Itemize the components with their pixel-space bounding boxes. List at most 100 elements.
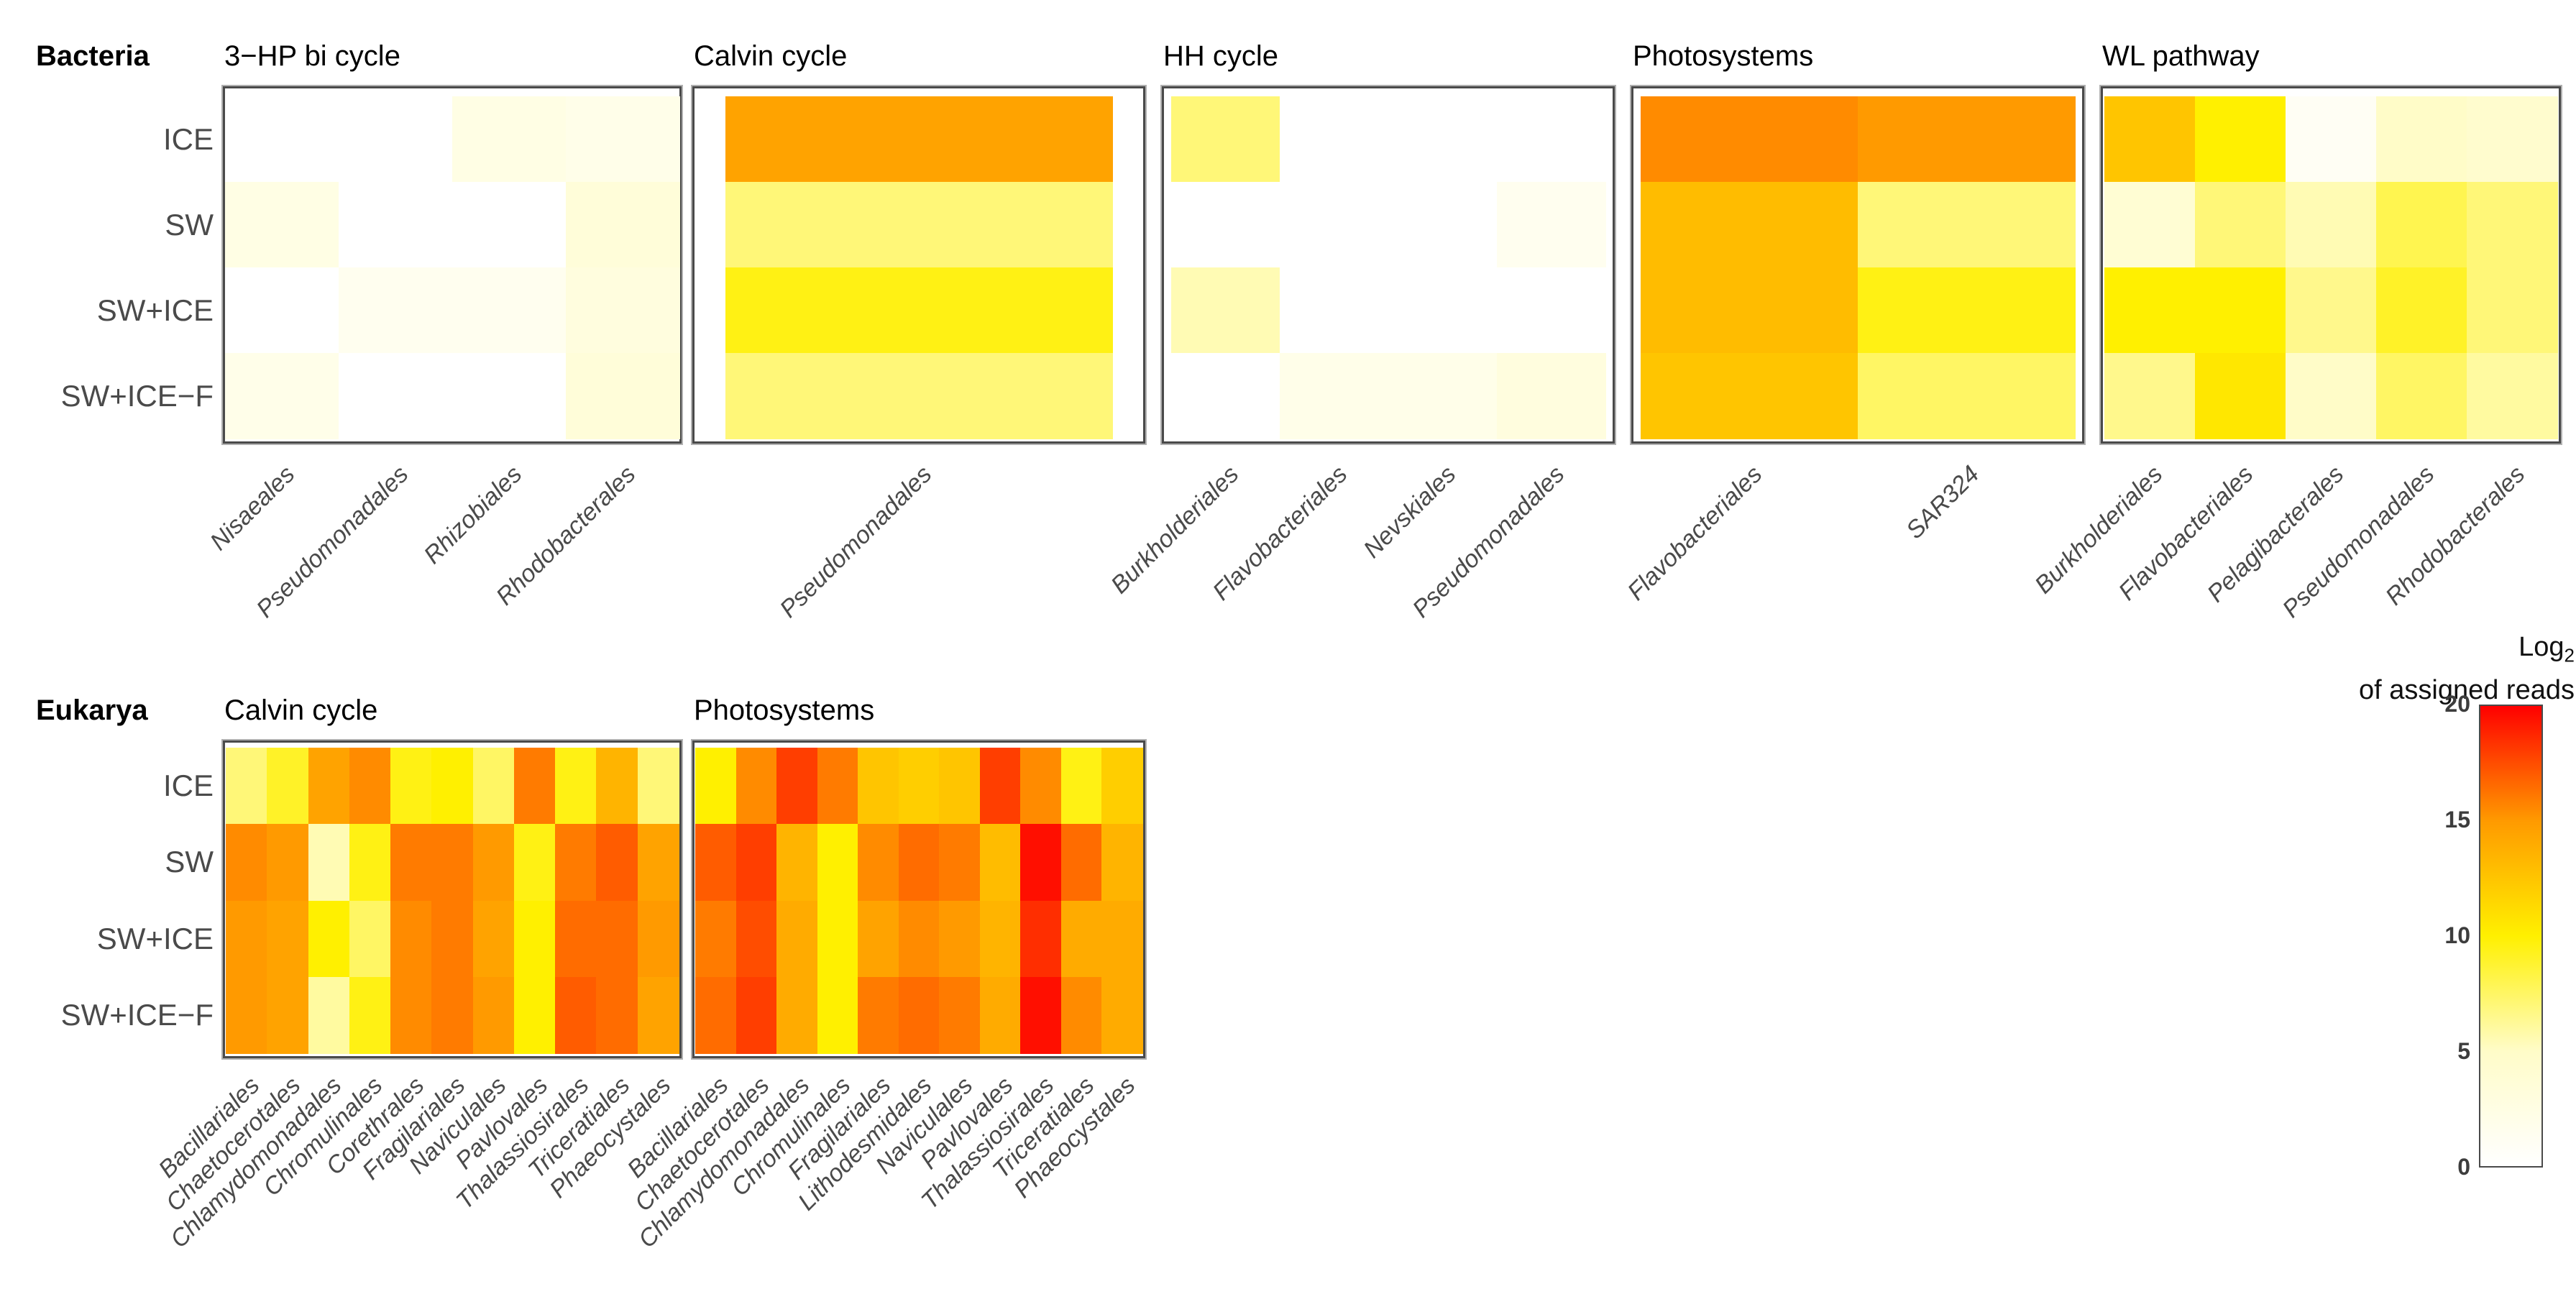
heatmap-cell [225,182,339,268]
heatmap-cell [513,748,556,825]
heatmap-cell [1280,182,1389,268]
heatmap-cell [596,900,638,978]
heatmap-cell [2195,182,2286,268]
heatmap-cell [1171,353,1280,439]
heatmap-cell [1020,900,1062,978]
heatmap-cell [225,96,339,183]
heatmap-cell [472,748,515,825]
heatmap-cell [431,976,474,1054]
heatmap-cell [858,976,899,1054]
heatmap-cell [939,976,981,1054]
heatmap-cell [1060,900,1103,978]
panel-title-eukarya-calvin-cycle: Calvin cycle [224,694,378,726]
heatmap-cell [225,353,339,439]
heatmap-cell [555,976,597,1054]
heatmap-cell [1858,96,2076,183]
heatmap-cell [472,824,515,902]
heatmap-cell [898,976,940,1054]
heatmap-cell [226,748,267,825]
heatmap-cell [725,267,1113,354]
legend-title: Log2 [2143,632,2575,666]
heatmap-cell [1388,267,1498,354]
heatmap-cell [1641,182,1858,268]
heatmap-cell [390,900,432,978]
heatmap-cell [776,976,818,1054]
heatmap-cell [566,96,680,183]
heatmap-cell [637,976,679,1054]
heatmap-cell [431,748,474,825]
heatmap-cell [695,824,737,902]
heatmap-cell [1858,267,2076,354]
heatmap-cell [267,824,309,902]
legend-tick-label: 15 [2444,807,2470,833]
heatmap-cell [1101,976,1143,1054]
heatmap-cell [695,976,737,1054]
heatmap-cell [637,900,679,978]
heatmap-cell [1101,900,1143,978]
heatmap-cell [2467,182,2558,268]
heatmap-cell [858,824,899,902]
heatmap-cell [2376,182,2467,268]
row-label-bacteria: ICE [162,121,214,156]
panel-title-bacteria-calvin-cycle: Calvin cycle [694,40,848,72]
row-label-bacteria: SW+ICE−F [60,378,214,413]
heatmap-cell [349,976,391,1054]
heatmap-cell [349,900,391,978]
heatmap-cell [596,748,638,825]
heatmap-cell [695,900,737,978]
heatmap-cell [2104,96,2196,183]
heatmap-cell [735,900,777,978]
heatmap-cell [226,900,267,978]
heatmap-cell [2286,353,2377,439]
row-label-bacteria: SW [165,207,214,242]
heatmap-cell [898,824,940,902]
heatmap-cell [979,976,1021,1054]
heatmap-cell [267,976,309,1054]
heatmap-cell [637,824,679,902]
heatmap-cell [2376,96,2467,183]
heatmap-cell [513,824,556,902]
heatmap-cell [776,824,818,902]
heatmap-cell [308,900,350,978]
column-label-bacteria: Flavobacteriales [1622,460,1768,606]
heatmap-cell [1497,353,1606,439]
heatmap-cell [1060,976,1103,1054]
heatmap-cell [339,182,453,268]
heatmap-cell [431,824,474,902]
heatmap-cell [1280,267,1389,354]
heatmap-cell [817,900,858,978]
row-label-eukarya: ICE [162,769,214,803]
heatmap-cell [2286,96,2377,183]
section-label-eukarya: Eukarya [36,694,148,726]
heatmap-cell [308,824,350,902]
heatmap-cell [596,824,638,902]
panel-title-bacteria-3-hp-bi-cycle: 3−HP bi cycle [224,40,400,72]
heatmap-cell [725,353,1113,439]
heatmap-cell [452,96,567,183]
heatmap-cell [817,748,858,825]
panel-title-eukarya-photosystems: Photosystems [694,694,875,726]
heatmap-cell [695,748,737,825]
legend-tick-label: 20 [2444,691,2470,717]
heatmap-cell [555,900,597,978]
heatmap-cell [858,900,899,978]
heatmap-cell [226,824,267,902]
row-label-eukarya: SW+ICE−F [60,997,214,1032]
section-label-bacteria: Bacteria [36,40,150,72]
row-label-eukarya: SW+ICE [96,921,214,955]
heatmap-cell [1171,182,1280,268]
heatmap-cell [596,976,638,1054]
heatmap-cell [339,267,453,354]
heatmap-cell [2376,267,2467,354]
heatmap-cell [339,96,453,183]
heatmap-cell [2195,96,2286,183]
heatmap-cell [472,976,515,1054]
legend-tick-label: 10 [2444,922,2470,948]
heatmap-cell [1388,182,1498,268]
heatmap-cell [390,824,432,902]
heatmap-cell [225,267,339,354]
heatmap-cell [349,748,391,825]
legend-tick-label: 0 [2457,1154,2470,1180]
heatmap-cell [1020,976,1062,1054]
